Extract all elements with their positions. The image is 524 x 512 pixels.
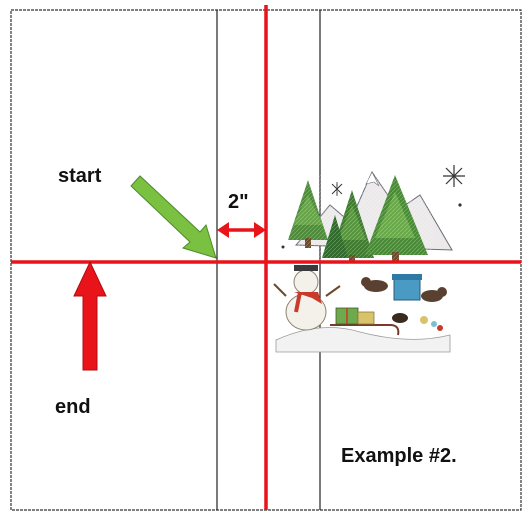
- start-label: start: [58, 165, 102, 187]
- bucket-icon: [392, 274, 422, 301]
- dimension-label: 2": [228, 191, 249, 213]
- sled-icon: [330, 307, 400, 336]
- snowman-icon: [273, 265, 341, 331]
- embroidery-design: [273, 165, 465, 353]
- end-label: end: [55, 396, 91, 418]
- animal-icon: [361, 277, 447, 323]
- end-arrow: [73, 260, 107, 371]
- snowflake-icon: [443, 165, 465, 187]
- dimension-arrow: [217, 222, 266, 238]
- start-arrow: [130, 175, 217, 259]
- example-label: Example #2.: [341, 445, 457, 467]
